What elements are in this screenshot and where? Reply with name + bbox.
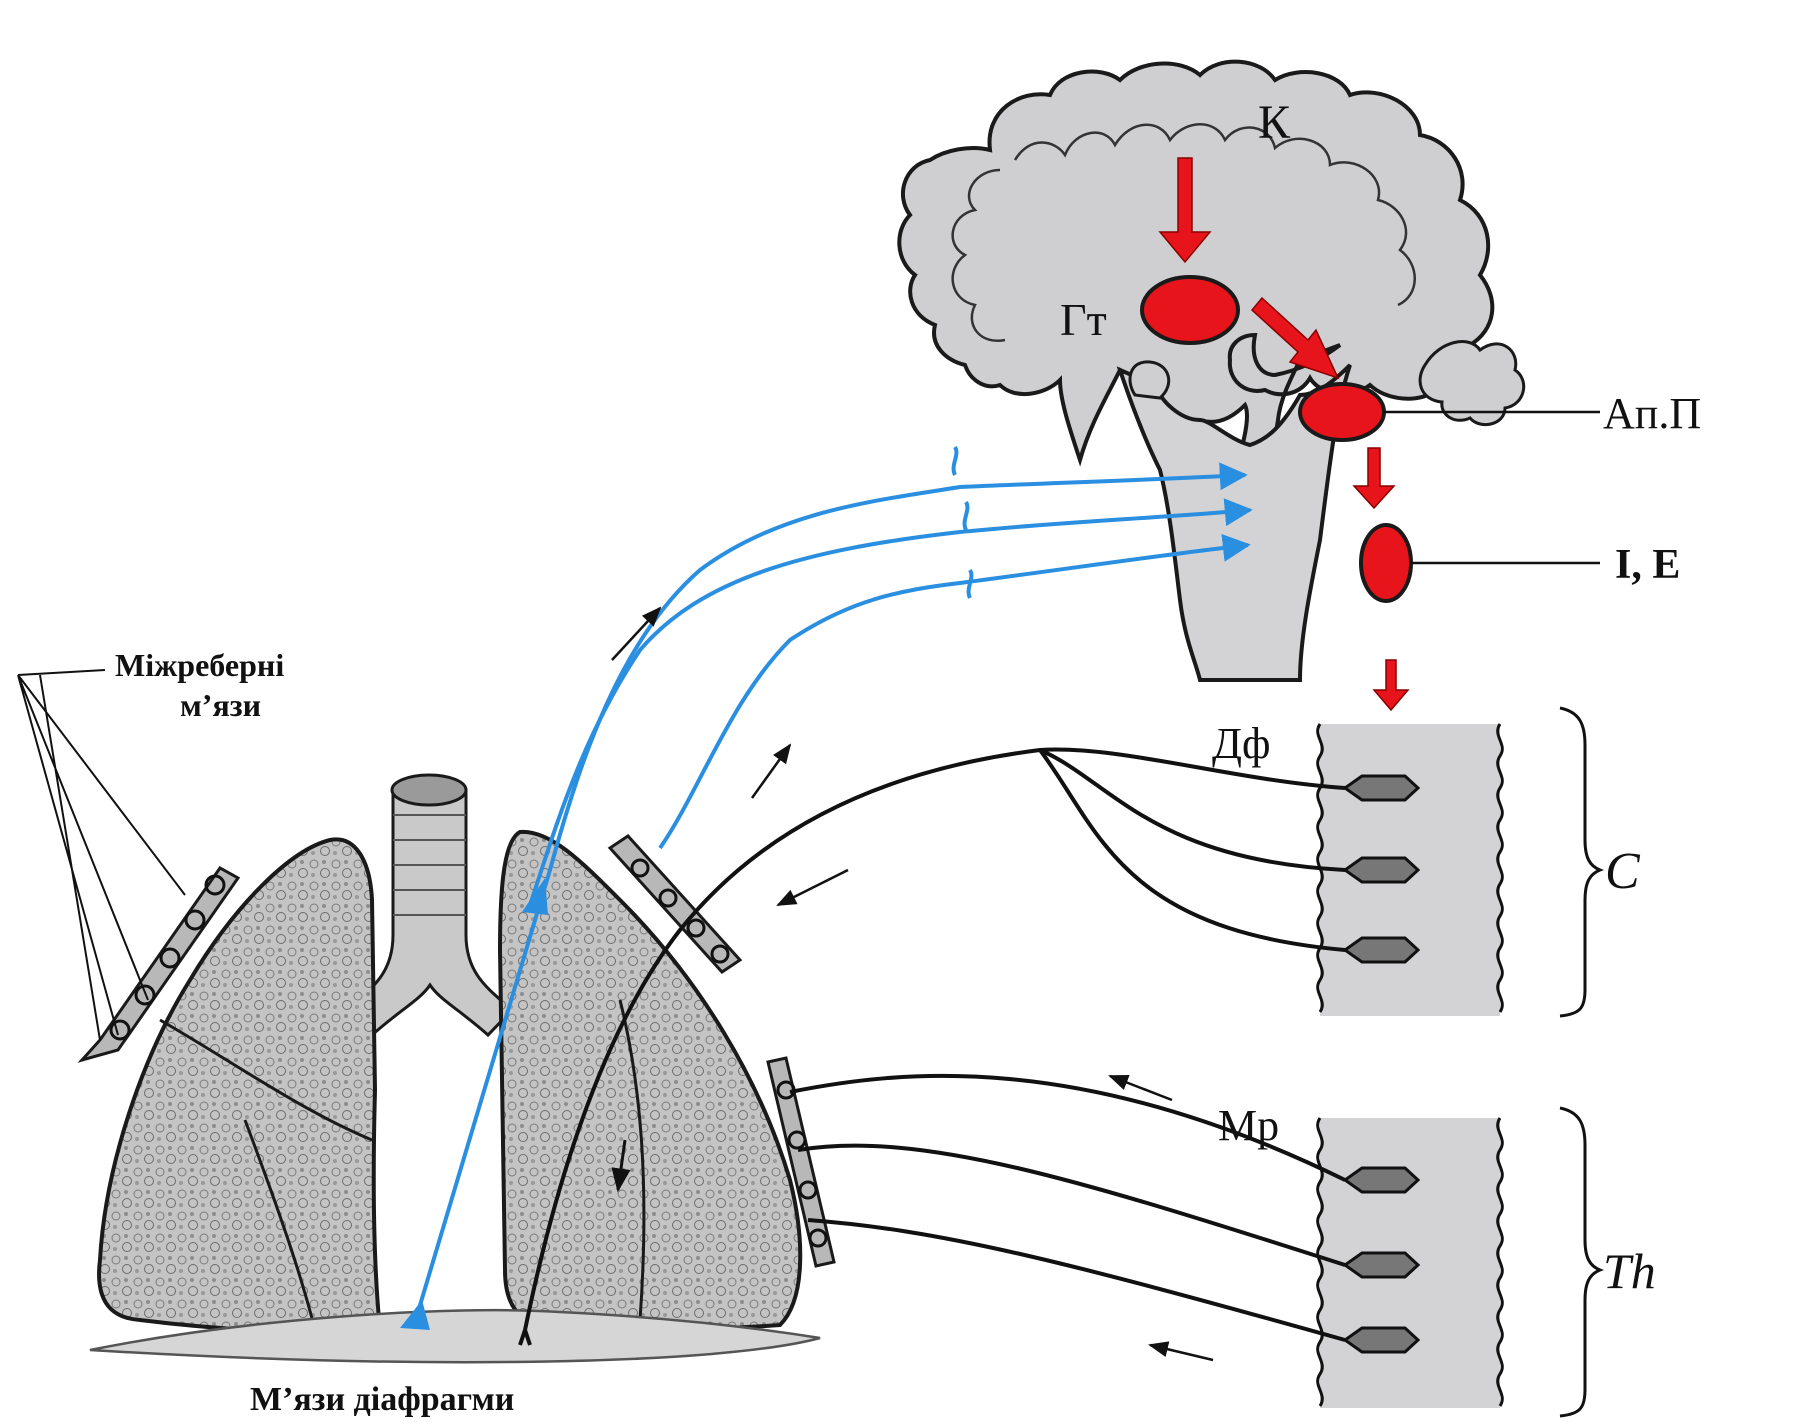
brain-outline bbox=[899, 62, 1492, 470]
motor-neuron-cervical-2 bbox=[1345, 858, 1418, 882]
afferent-ganglion-3 bbox=[969, 570, 972, 598]
label-intercostal-center: Мр bbox=[1218, 1101, 1279, 1150]
medulla-nucleus bbox=[1361, 525, 1411, 601]
direction-arrow-efferent-3 bbox=[1150, 1345, 1213, 1360]
red-arrow-pons-to-medulla bbox=[1354, 448, 1394, 508]
afferent-ganglion-1 bbox=[954, 447, 957, 475]
label-cervical-segment: C bbox=[1605, 843, 1641, 900]
label-hypothalamus: Гт bbox=[1060, 294, 1107, 345]
label-apneustic-pneumotaxic: Ап.П bbox=[1603, 389, 1701, 438]
motor-neuron-thoracic-3 bbox=[1345, 1328, 1418, 1352]
pituitary bbox=[1130, 362, 1169, 398]
label-diaphragm-center: Дф bbox=[1212, 719, 1271, 768]
motor-neurons bbox=[1345, 776, 1418, 1352]
label-intercostal-line2: м’язи bbox=[180, 687, 261, 723]
label-cortex: К bbox=[1258, 96, 1291, 149]
motor-neuron-cervical-1 bbox=[1345, 776, 1418, 800]
afferent-ganglion-2 bbox=[965, 502, 968, 530]
brace-thoracic bbox=[1560, 1108, 1600, 1416]
label-intercostal-muscles: Міжреберні м’язи bbox=[115, 647, 292, 723]
efferent-phrenic-branch-3 bbox=[1040, 750, 1345, 950]
brain bbox=[899, 62, 1523, 680]
red-arrow-medulla-to-cord bbox=[1374, 660, 1408, 710]
afferent-path-intercostal bbox=[660, 545, 1248, 848]
motor-neuron-cervical-3 bbox=[1345, 938, 1418, 962]
label-inspiratory-expiratory: І, Е bbox=[1615, 542, 1680, 588]
label-intercostal-line1: Міжреберні bbox=[115, 647, 284, 683]
lungs bbox=[82, 775, 834, 1362]
label-thoracic-segment: Th bbox=[1603, 1243, 1656, 1299]
direction-arrow-afferent-2 bbox=[752, 745, 790, 798]
motor-neuron-thoracic-1 bbox=[1345, 1168, 1418, 1192]
efferent-intercostal-2 bbox=[798, 1146, 1345, 1265]
trachea-opening bbox=[392, 775, 466, 805]
hypothalamus-nucleus bbox=[1142, 277, 1238, 343]
brace-cervical bbox=[1560, 708, 1600, 1016]
pons-nucleus bbox=[1300, 384, 1384, 440]
right-lung bbox=[99, 839, 380, 1332]
motor-neuron-thoracic-2 bbox=[1345, 1253, 1418, 1277]
direction-arrow-efferent-1 bbox=[778, 870, 848, 905]
label-diaphragm-muscles: М’язи діафрагми bbox=[250, 1381, 514, 1418]
